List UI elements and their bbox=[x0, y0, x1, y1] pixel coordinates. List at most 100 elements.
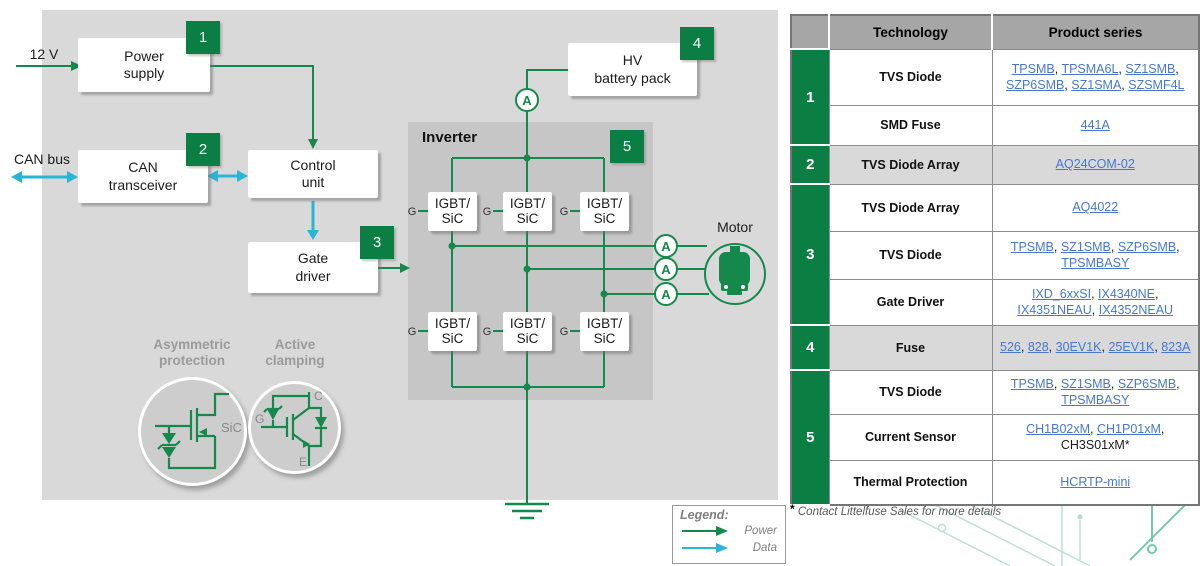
igbt-sic-block: IGBT/ SiC bbox=[580, 192, 629, 231]
power-arrow-icon bbox=[682, 525, 728, 536]
product-link[interactable]: SZP6SMB bbox=[1005, 78, 1065, 92]
ammeter-label: A bbox=[661, 239, 671, 254]
igbt-sic-block: IGBT/ SiC bbox=[503, 312, 552, 351]
technology-cell: TVS Diode bbox=[828, 230, 993, 280]
motor-icon bbox=[719, 246, 750, 295]
product-link[interactable]: AQ4022 bbox=[1072, 200, 1119, 215]
group-number-cell: 2 bbox=[790, 144, 830, 185]
badge-2: 2 bbox=[186, 133, 220, 166]
product-link[interactable]: TPSMBASY bbox=[1061, 256, 1130, 270]
product-link[interactable]: SZ1SMB bbox=[1125, 61, 1176, 76]
igbt-sic-block: IGBT/ SiC bbox=[428, 192, 477, 231]
product-link[interactable]: 526 bbox=[1000, 340, 1021, 355]
legend-data-label: Data bbox=[752, 541, 777, 554]
inverter-title: Inverter bbox=[422, 129, 478, 146]
table-header-row: Technology Product series bbox=[790, 14, 1200, 50]
badge-1: 1 bbox=[186, 21, 220, 54]
sic-label: SiC bbox=[221, 420, 242, 435]
gate-driver-block: Gate driver bbox=[248, 242, 378, 293]
badge-5: 5 bbox=[610, 130, 644, 163]
ground-symbol bbox=[505, 502, 549, 520]
igbt-clamp-schematic: C G E bbox=[255, 389, 327, 469]
ammeter-label: A bbox=[661, 287, 671, 302]
gate-pin-label: G bbox=[483, 206, 492, 218]
legend-data-row: Data bbox=[680, 539, 785, 556]
product-link[interactable]: 25EV1K bbox=[1108, 340, 1155, 355]
product-link[interactable]: SZP6SMB bbox=[1117, 239, 1177, 254]
motor-label: Motor bbox=[717, 219, 753, 235]
product-link[interactable]: IX4352NEAU bbox=[1098, 303, 1174, 317]
product-link[interactable]: IX4340NE bbox=[1098, 286, 1155, 301]
product-link[interactable]: TPSMB bbox=[1010, 239, 1054, 254]
product-link[interactable]: TPSMA6L bbox=[1061, 61, 1119, 76]
product-link[interactable]: CH1B02xM bbox=[1026, 421, 1091, 436]
product-series-cell: TPSMB, SZ1SMB, SZP6SMB, TPSMBASY bbox=[991, 369, 1200, 415]
product-series-cell: AQ24COM-02 bbox=[991, 144, 1200, 185]
product-link[interactable]: TPSMB bbox=[1010, 376, 1054, 391]
gate-pin-label: G bbox=[560, 206, 569, 218]
product-series-cell: AQ4022 bbox=[991, 183, 1200, 232]
legend-power-label: Power bbox=[744, 524, 777, 537]
group-number-cell: 4 bbox=[790, 324, 830, 371]
product-link[interactable]: SZ1SMB bbox=[1060, 239, 1111, 254]
ammeter-label: A bbox=[522, 93, 532, 108]
product-link[interactable]: IX4351NEAU bbox=[1017, 303, 1092, 317]
hv-battery-pack-block: HV battery pack bbox=[568, 43, 697, 96]
can-bus-label: CAN bus bbox=[13, 151, 71, 167]
product-series-cell: HCRTP-mini bbox=[991, 459, 1200, 506]
active-clamping-title: Active clamping bbox=[265, 337, 325, 368]
power-arrowheads bbox=[71, 61, 608, 391]
data-arrowheads bbox=[11, 170, 319, 240]
badge-3: 3 bbox=[360, 226, 394, 259]
product-link[interactable]: TPSMB bbox=[1011, 61, 1055, 76]
product-link[interactable]: TPSMBASY bbox=[1061, 393, 1130, 407]
technology-cell: Fuse bbox=[828, 324, 993, 371]
technology-cell: Gate Driver bbox=[828, 278, 993, 326]
product-link[interactable]: SZP6SMB bbox=[1117, 376, 1177, 391]
product-link[interactable]: 823A bbox=[1161, 340, 1191, 355]
technology-cell: Thermal Protection bbox=[828, 459, 993, 506]
product-series-header: Product series bbox=[991, 14, 1200, 50]
footnote: * Contact Littelfuse Sales for more deta… bbox=[790, 502, 1001, 518]
product-link[interactable]: HCRTP-mini bbox=[1060, 475, 1131, 490]
collector-pin-label: C bbox=[314, 389, 323, 403]
product-link[interactable]: 828 bbox=[1027, 340, 1049, 355]
legend: Legend: Power Data bbox=[672, 505, 786, 564]
product-link[interactable]: CH1P01xM bbox=[1096, 421, 1161, 436]
legend-power-row: Power bbox=[680, 522, 785, 539]
igbt-sic-block: IGBT/ SiC bbox=[503, 192, 552, 231]
product-link[interactable]: SZSMF4L bbox=[1128, 78, 1185, 92]
legend-title: Legend: bbox=[680, 508, 729, 522]
control-unit-block: Control unit bbox=[248, 150, 378, 198]
badge-4: 4 bbox=[680, 27, 714, 60]
technology-cell: TVS Diode bbox=[828, 48, 993, 106]
group-number-cell: 1 bbox=[790, 48, 830, 146]
product-link[interactable]: SZ1SMA bbox=[1071, 78, 1122, 92]
product-series-cell: 526, 828, 30EV1K, 25EV1K, 823A bbox=[991, 324, 1200, 371]
igbt-sic-block: IGBT/ SiC bbox=[580, 312, 629, 351]
technology-cell: Current Sensor bbox=[828, 413, 993, 461]
technology-cell: TVS Diode Array bbox=[828, 183, 993, 232]
product-series-cell: TPSMB, TPSMA6L, SZ1SMB, SZP6SMB, SZ1SMA,… bbox=[991, 48, 1200, 106]
asymmetric-protection-title: Asymmetric protection bbox=[153, 337, 231, 368]
group-number-cell: 3 bbox=[790, 183, 830, 326]
technology-cell: TVS Diode bbox=[828, 369, 993, 415]
product-link[interactable]: 30EV1K bbox=[1055, 340, 1102, 355]
technology-cell: TVS Diode Array bbox=[828, 144, 993, 185]
product-link[interactable]: AQ24COM-02 bbox=[1055, 157, 1135, 172]
gate-pin-label: G bbox=[560, 326, 569, 338]
product-link[interactable]: SZ1SMB bbox=[1060, 376, 1111, 391]
emitter-pin-label: E bbox=[299, 455, 307, 469]
asymmetric-protection-inset: SiC bbox=[138, 377, 247, 486]
product-link[interactable]: IXD_6xxSI bbox=[1032, 286, 1092, 301]
product-link[interactable]: 441A bbox=[1080, 117, 1110, 132]
